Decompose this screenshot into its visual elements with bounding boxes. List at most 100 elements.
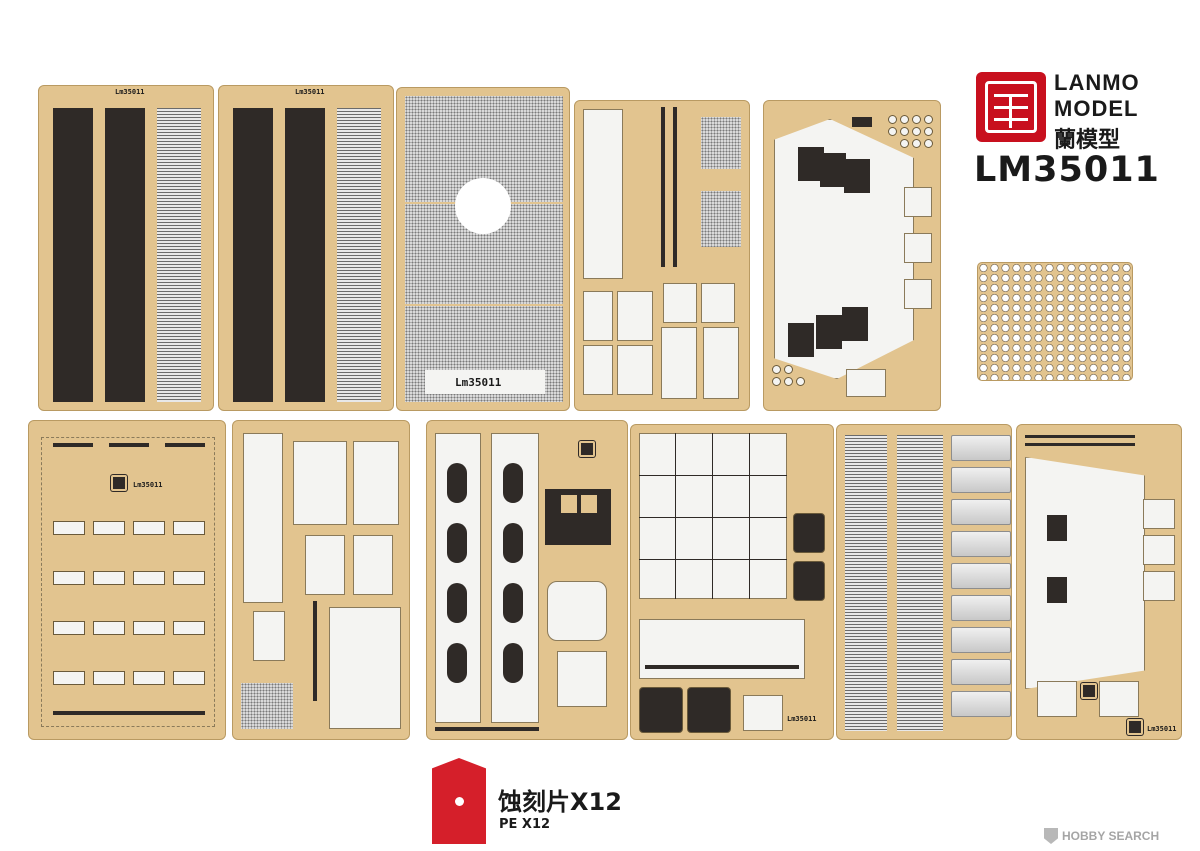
fret-4-strip [583, 109, 623, 279]
fret-5-box-3 [904, 279, 932, 309]
product-code: LM35011 [974, 150, 1160, 190]
fret-7-strip [243, 433, 283, 603]
fret-8-slot [447, 463, 467, 503]
fret-6-clip [133, 671, 165, 685]
fret-4-box-a [583, 291, 613, 341]
plate-label: Lm35011 [455, 376, 502, 389]
fret-11-mini-logo [1081, 683, 1097, 699]
fret-5-hatch-5 [816, 315, 842, 349]
fret-10-fin [951, 499, 1011, 525]
plate-label-box [425, 370, 545, 394]
fret-7 [232, 420, 410, 740]
fret-7-box-b [353, 441, 399, 525]
fret-6-clip [53, 671, 85, 685]
fret-5-washer [900, 127, 909, 136]
fret-2-panel-b [285, 108, 325, 402]
fret-1-panel-b [105, 108, 145, 402]
fret-8-window [561, 495, 577, 513]
fret-3-mesh-plate: Lm35011 [396, 87, 570, 411]
fret-5-washer [924, 127, 933, 136]
fret-5-hatch-6 [842, 307, 868, 341]
fret-8-slot [503, 583, 523, 623]
fret-9-dark-rings [793, 561, 825, 601]
fret-6-clip [173, 571, 205, 585]
fret-6-code: Lm35011 [133, 481, 163, 489]
fret-2: Lm35011 [218, 85, 394, 411]
fret-6-outline [41, 437, 215, 727]
fret-8-window [581, 495, 597, 513]
fret-6-bar [53, 443, 93, 447]
fret-9-code: Lm35011 [787, 715, 817, 723]
fret-9: Lm35011 [630, 424, 834, 740]
pe-tag-dot [455, 797, 464, 806]
fret-4-box-b [617, 291, 653, 341]
fret-5-box-1 [904, 187, 932, 217]
fret-10-fin [951, 595, 1011, 621]
fret-11-box [1143, 571, 1175, 601]
fret-4-mesh-b [701, 191, 741, 247]
fret-10-fin [951, 531, 1011, 557]
fret-5-small-dark [852, 117, 872, 127]
fret-6-bar [109, 443, 149, 447]
fret-5-washer [888, 127, 897, 136]
fret-8-slot [447, 643, 467, 683]
fret-2-grill [337, 108, 381, 402]
fret-9-grid-line [749, 433, 750, 599]
fret-11-hatch-2 [1047, 577, 1067, 603]
fret-6-clip [93, 621, 125, 635]
fret-5-washer [912, 127, 921, 136]
fret-8-slot [447, 583, 467, 623]
fret-4-rail-a [661, 107, 665, 267]
fret-6-bar [165, 443, 205, 447]
fret-5-washer [796, 377, 805, 386]
fret-7-box-a [293, 441, 347, 525]
mesh-panel-top [405, 96, 563, 202]
fret-9-grid-line [712, 433, 713, 599]
fret-10-fin [951, 435, 1011, 461]
fret-2-code: Lm35011 [295, 88, 325, 96]
fret-4-box-d [617, 345, 653, 395]
fret-7-box-d [353, 535, 393, 595]
fret-11-bar [1025, 443, 1135, 446]
fret-6-clip [93, 671, 125, 685]
fret-9-dark-rings [639, 687, 683, 733]
fret-5-washer [888, 115, 897, 124]
fret-11-hull-plate [1025, 457, 1145, 689]
fret-6: Lm35011 [28, 420, 226, 740]
lanmo-seal-logo [976, 72, 1046, 142]
fret-8-bent-part [547, 581, 607, 641]
watermark: HOBBY SEARCH [1044, 828, 1159, 844]
fret-7-plate [329, 607, 401, 729]
fret-5-washer [772, 365, 781, 374]
fret-10-grill-b [897, 435, 943, 731]
fret-10-fin [951, 659, 1011, 685]
fret-11-bar [1025, 435, 1135, 438]
fret-8-mini-logo [579, 441, 595, 457]
fret-11-mini-logo-2 [1127, 719, 1143, 735]
fret-5-washer [784, 377, 793, 386]
brand-line-1: LANMO [1054, 70, 1140, 95]
fret-5-washer [784, 365, 793, 374]
fret-5-hatch-3 [844, 159, 870, 193]
fret-5-washer [772, 377, 781, 386]
fret-5-washer [924, 115, 933, 124]
fret-10-fin [951, 691, 1011, 717]
fret-9-long-bar [645, 665, 799, 669]
fret-6-clip [53, 521, 85, 535]
fret-5-hatch-4 [788, 323, 814, 357]
fret-2-panel-a [233, 108, 273, 402]
fret-11-box [1037, 681, 1077, 717]
fret-8-slot [503, 643, 523, 683]
pe-subtitle: PE X12 [499, 817, 551, 832]
fret-10-fin [951, 563, 1011, 589]
fret-10-grill-a [845, 435, 887, 731]
fret-11-box [1143, 535, 1175, 565]
fret-8-box [557, 651, 607, 707]
fret-4-mesh-a [701, 117, 741, 169]
fret-11-code: Lm35011 [1147, 725, 1177, 733]
fret-10-fin [951, 467, 1011, 493]
fret-1: Lm35011 [38, 85, 214, 411]
brand-chinese-name: 蘭模型 [1054, 128, 1121, 153]
watermark-shield-icon [1044, 828, 1058, 844]
fret-5-washer [924, 139, 933, 148]
